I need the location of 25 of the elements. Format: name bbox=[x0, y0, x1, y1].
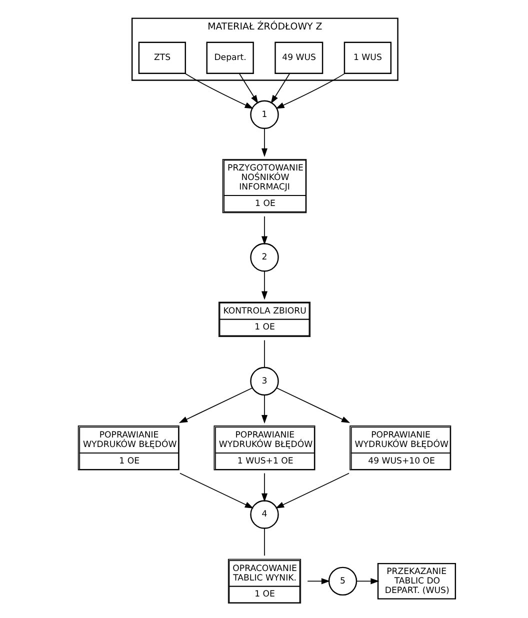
node-box: ZTS bbox=[138, 42, 186, 74]
arrow bbox=[306, 578, 330, 584]
arrow bbox=[275, 73, 345, 109]
arrow bbox=[238, 73, 258, 104]
node-circle: 4 bbox=[250, 500, 278, 529]
arrow bbox=[274, 472, 349, 508]
node-circle: 3 bbox=[250, 366, 278, 396]
node-box: 1 WUS bbox=[343, 42, 392, 74]
arrow bbox=[178, 388, 252, 423]
arrow bbox=[184, 72, 253, 109]
node-box: PRZEKAZANIE TABLIC DO DEPART. (WUS) bbox=[376, 562, 456, 600]
arrow bbox=[260, 270, 268, 300]
arrow bbox=[260, 128, 268, 157]
arrow bbox=[179, 472, 254, 508]
node-box: Depart. bbox=[206, 42, 254, 74]
node-circle: 5 bbox=[328, 566, 357, 596]
node-box: 49 WUS bbox=[274, 42, 323, 74]
node-circle: 1 bbox=[250, 100, 278, 130]
arrow bbox=[276, 388, 350, 423]
arrow bbox=[260, 394, 268, 424]
arrow bbox=[260, 472, 268, 502]
arrow bbox=[270, 73, 290, 104]
node-circle: 2 bbox=[250, 243, 278, 272]
arrow bbox=[260, 216, 268, 245]
arrow bbox=[356, 578, 379, 584]
